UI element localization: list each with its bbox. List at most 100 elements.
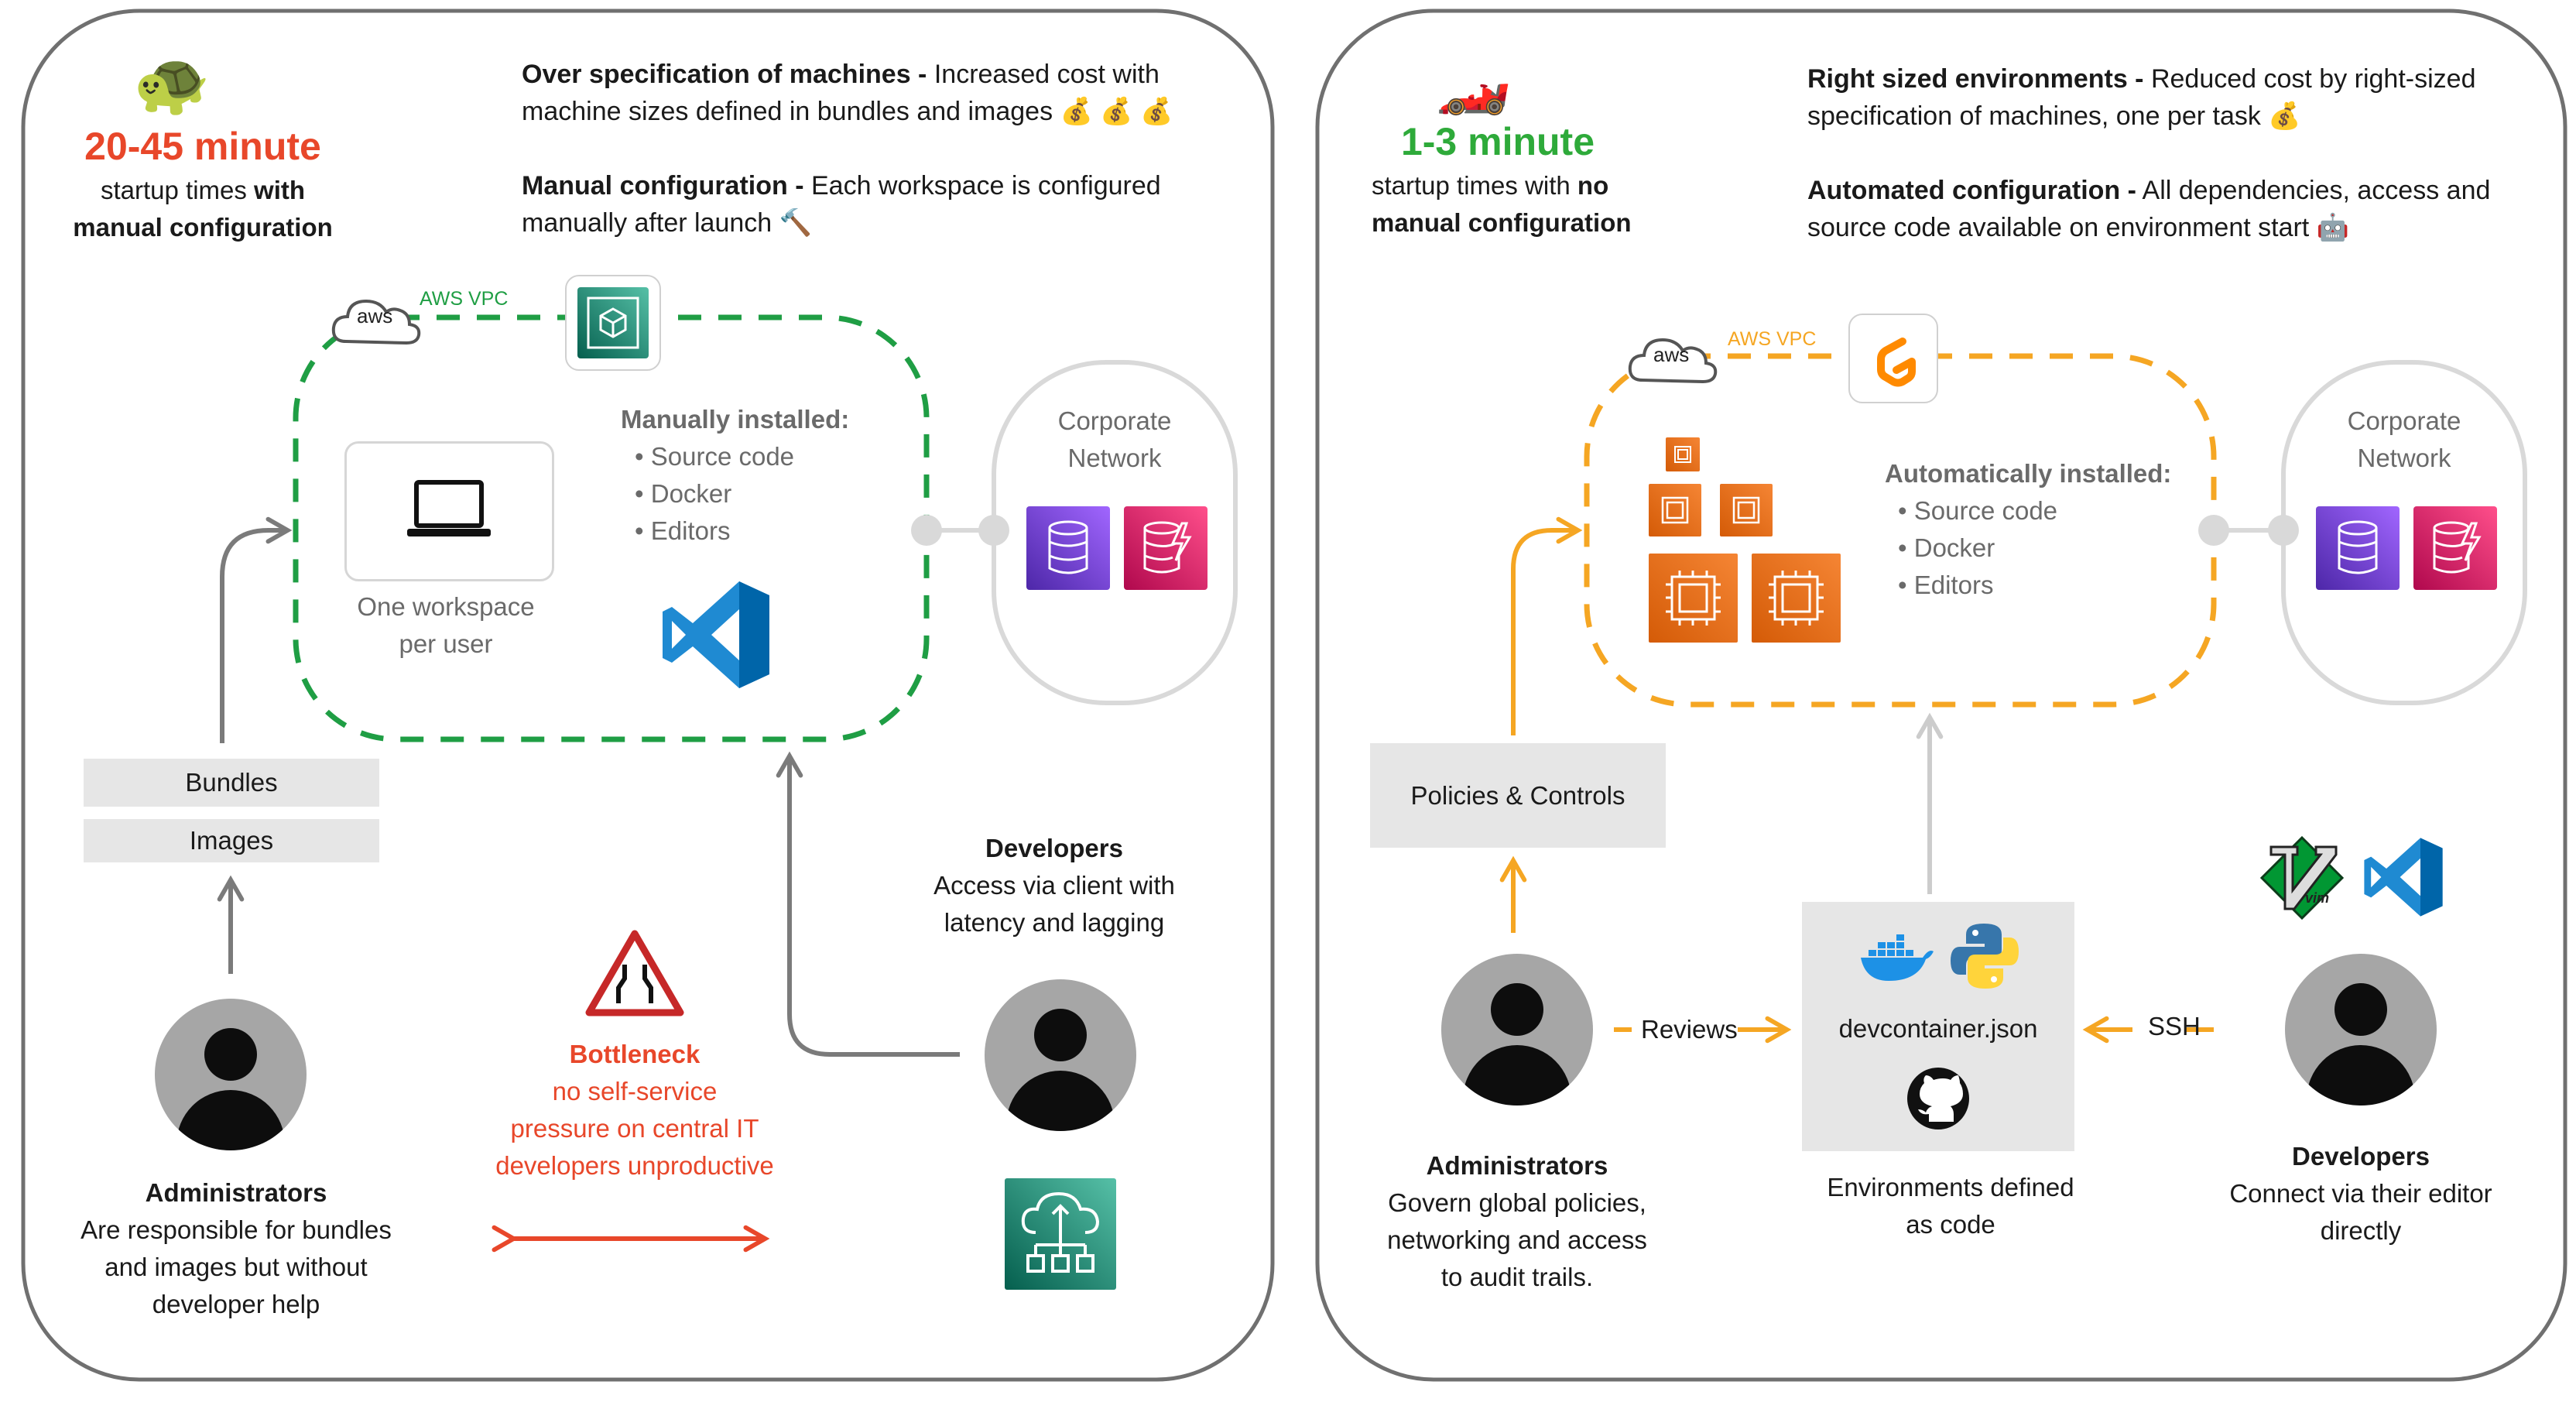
right-installed-item-text: Editors xyxy=(1913,571,1994,599)
left-startup-caption-plain: startup times xyxy=(100,176,255,204)
bottleneck-title: Bottleneck xyxy=(569,1040,701,1068)
right-point-rightsized: Right sized environments - Reduced cost … xyxy=(1807,60,2475,98)
left-point-overspec-text: Increased cost with xyxy=(927,60,1160,89)
right-installed-item: • Docker xyxy=(1898,533,1995,562)
right-point-rightsized-bold: Right sized environments - xyxy=(1807,64,2144,94)
workspace-tile xyxy=(344,441,554,581)
left-startup-caption: startup times with xyxy=(101,172,305,209)
right-startup-caption-plain: startup times with xyxy=(1372,171,1577,200)
right-developers-desc: directly xyxy=(2320,1216,2402,1245)
workspaces-icon xyxy=(565,275,661,371)
github-icon xyxy=(1907,1068,1969,1129)
aws-cloud-icon: aws xyxy=(1625,329,1718,391)
gitpod-icon xyxy=(1848,314,1938,403)
left-developer-avatar xyxy=(985,979,1136,1131)
right-vpc-label: AWS VPC xyxy=(1728,328,1817,350)
right-point-rightsized-text: Reduced cost by right-sized xyxy=(2143,64,2476,94)
ec2-instance-icon xyxy=(1666,437,1700,471)
right-corporate-label: Corporate xyxy=(2347,406,2461,435)
arrow-developer-to-vpc xyxy=(776,751,960,1057)
left-admins-desc: developer help xyxy=(152,1290,320,1318)
dynamodb-icon xyxy=(1124,506,1208,590)
right-developers-desc: Connect via their editor xyxy=(2229,1179,2492,1208)
left-point-manual-bold: Manual configuration - xyxy=(522,171,804,201)
laptop-icon xyxy=(407,480,491,536)
ec2-instance-icon xyxy=(1720,484,1773,536)
vim-icon: vim xyxy=(2259,835,2345,921)
left-developers-title: Developers xyxy=(985,834,1123,862)
right-admins-desc: to audit trails. xyxy=(1440,1263,1594,1291)
right-installed-item: • Editors xyxy=(1898,571,1994,599)
devcontainer-box: devcontainer.json xyxy=(1802,902,2074,1151)
left-corporate-label-line2: Network xyxy=(1067,444,1162,472)
right-point-automated-bold: Automated configuration - xyxy=(1807,176,2136,205)
vscode-icon xyxy=(2364,838,2443,917)
left-admins-desc: and images but without xyxy=(104,1253,368,1281)
devcontainer-label: devcontainer.json xyxy=(1838,1014,2038,1043)
right-admin-avatar xyxy=(1441,954,1593,1105)
left-installed-heading: Manually installed: xyxy=(621,405,850,434)
left-startup-time: 20-45 minute xyxy=(84,125,321,168)
python-icon xyxy=(1951,924,2019,989)
left-developers-desc: Access via client with xyxy=(933,871,1175,900)
left-installed-item-text: Docker xyxy=(650,479,732,508)
left-point-manual-text: Each workspace is configured xyxy=(803,171,1161,201)
right-point-automated-text: All dependencies, access and xyxy=(2136,176,2491,205)
left-installed-item: • Editors xyxy=(635,516,731,545)
images-box: Images xyxy=(84,819,379,862)
left-point-overspec-bold: Over specification of machines - xyxy=(522,60,927,89)
ec2-instance-icon xyxy=(1752,554,1841,643)
arrow-policies-to-vpc xyxy=(1511,516,1583,735)
turtle-icon: 🐢 xyxy=(133,49,211,118)
left-installed-item-text: Source code xyxy=(650,442,795,471)
bundles-box: Bundles xyxy=(84,759,379,807)
ec2-instance-icon xyxy=(1649,554,1738,643)
right-developer-avatar xyxy=(2285,954,2437,1105)
arrow-bundles-to-vpc xyxy=(220,516,293,743)
rds-database-icon xyxy=(2316,506,2400,590)
aws-badge-label: aws xyxy=(1653,343,1690,366)
aws-badge-label: aws xyxy=(357,304,393,327)
vim-label: vim xyxy=(2305,890,2330,906)
environments-label-line2: as code xyxy=(1906,1210,1995,1239)
right-installed-heading: Automatically installed: xyxy=(1885,459,2172,488)
left-panel xyxy=(21,9,1275,1382)
right-point-automated-line2: source code available on environment sta… xyxy=(1807,213,2350,242)
right-corporate-label-line2: Network xyxy=(2357,444,2451,472)
road-narrows-warning-icon xyxy=(585,930,684,1016)
aws-cloud-icon: aws xyxy=(329,290,422,352)
left-admin-avatar xyxy=(155,999,307,1150)
right-point-automated: Automated configuration - All dependenci… xyxy=(1807,172,2490,209)
right-installed-item-text: Source code xyxy=(1913,496,2058,525)
workspace-label-line2: per user xyxy=(399,629,493,658)
policies-controls-box: Policies & Controls xyxy=(1370,743,1666,848)
left-point-manual-line2: manually after launch 🔨 xyxy=(522,208,812,238)
left-startup-caption-bold: with xyxy=(254,176,306,204)
right-panel xyxy=(1315,9,2567,1382)
bottleneck-line: developers unproductive xyxy=(495,1151,774,1180)
left-admins-desc: Are responsible for bundles xyxy=(80,1215,392,1244)
right-installed-item: • Source code xyxy=(1898,496,2058,525)
left-point-overspec-line2: machine sizes defined in bundles and ima… xyxy=(522,97,1173,126)
dynamodb-icon xyxy=(2413,506,2497,590)
left-corporate-label: Corporate xyxy=(1057,406,1172,435)
right-installed-item-text: Docker xyxy=(1913,533,1995,562)
appstream-icon xyxy=(1005,1178,1116,1290)
bottleneck-line: no self-service xyxy=(552,1077,718,1105)
left-admins-title: Administrators xyxy=(145,1178,327,1207)
workspace-label: One workspace xyxy=(357,592,535,621)
race-car-icon: 🏎️ xyxy=(1436,48,1512,116)
vscode-icon xyxy=(663,581,769,688)
left-point-manual: Manual configuration - Each workspace is… xyxy=(522,167,1161,204)
left-vpc-label: AWS VPC xyxy=(420,288,509,310)
reviews-label: Reviews xyxy=(1641,1015,1738,1044)
left-installed-item-text: Editors xyxy=(650,516,731,545)
ssh-label: SSH xyxy=(2148,1012,2201,1040)
right-admins-desc: networking and access xyxy=(1387,1225,1647,1254)
environments-label: Environments defined xyxy=(1827,1173,2074,1201)
right-startup-caption: startup times with no xyxy=(1372,167,1608,204)
left-developers-desc-line2: latency and lagging xyxy=(944,908,1165,937)
right-admins-desc: Govern global policies, xyxy=(1388,1188,1646,1217)
